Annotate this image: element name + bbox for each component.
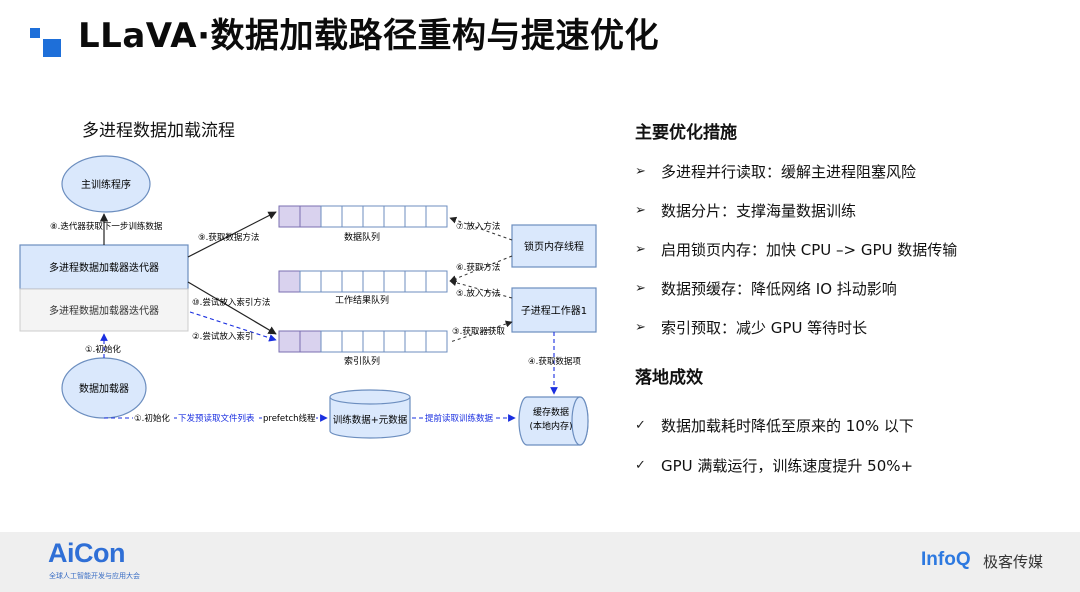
slide-title: LLaVA·数据加载路径重构与提速优化 [78,16,660,56]
data-queue-label: 数据队列 [344,231,380,243]
edge-label-10: ⑩.尝试放入索引方法 [192,297,270,308]
arrow-bullet-icon: ➢ [635,203,646,218]
worker1-label: 子进程工作器1 [521,305,587,317]
result-queue: 工作结果队列 [278,270,448,306]
edge-pinned-put [449,216,513,241]
edge-try-put-index [189,311,277,342]
index-queue-label: 索引队列 [344,355,380,367]
pinned-memory-thread-box: 锁页内存线程 [511,224,597,268]
main-training-node: 主训练程序 [61,155,151,213]
edge-put-index [187,281,277,335]
aicon-tagline: 全球人工智能开发与应用大会 [49,572,140,580]
arrow-bullet-icon: ➢ [635,242,646,257]
data-queue: 数据队列 [278,205,448,243]
list-item: ✓GPU 满载运行，训练速度提升 50%+ [635,456,914,475]
data-loader-node: 数据加载器 [61,357,147,419]
optimizations-title: 主要优化措施 [635,123,737,143]
arrow-bullet-icon: ➢ [635,281,646,296]
iterator-bottom-label: 多进程数据加载器迭代器 [49,304,159,317]
edge-label-1: ①.初始化 [85,344,121,355]
optimizations-list: ➢多进程并行读取：缓解主进程阻塞风险 ➢数据分片：支撑海量数据训练 ➢启用锁页内… [635,152,1075,347]
result-queue-label: 工作结果队列 [335,294,389,306]
worker1-box: 子进程工作器1 [511,287,597,333]
edge-label-read-ahead: 提前读取训练数据 [425,413,494,424]
list-item: ➢索引预取：减少 GPU 等待时长 [635,319,868,337]
list-item: ➢启用锁页内存：加快 CPU –> GPU 数据传输 [635,241,958,259]
list-item: ➢数据分片：支撑海量数据训练 [635,202,857,220]
edge-pinned-get [449,255,513,282]
arrow-bullet-icon: ➢ [635,164,646,179]
data-loading-flow-diagram: 主训练程序 多进程数据加载器迭代器 多进程数据加载器迭代器 数据加载器 数据队列… [19,155,597,446]
media-name: 极客传媒 [983,553,1044,571]
list-item: ➢多进程并行读取：缓解主进程阻塞风险 [635,163,917,181]
check-icon: ✓ [635,417,646,433]
aicon-logo: AiCon [48,538,125,568]
iterator-box-bottom: 多进程数据加载器迭代器 [19,288,189,332]
list-item: ✓数据加载耗时降低至原来的 10% 以下 [635,416,914,435]
edge-label-4: ④.获取数据项 [528,356,581,367]
edge-label-7: ⑦.放入方法 [456,221,500,232]
iterator-box-top: 多进程数据加载器迭代器 [19,244,189,290]
edge-label-prefetch-thread: prefetch线程 [263,413,316,424]
data-loader-label: 数据加载器 [79,382,129,395]
infoq-logo: InfoQ [921,549,971,570]
cache-data-label-2: (本地内存) [529,420,572,432]
edge-label-prefetch-list: 下发预读取文件列表 [178,413,255,424]
edge-label-6: ⑥.获取方法 [456,262,500,273]
edge-label-3: ③.获取器获取 [452,326,505,337]
footer: AiCon 全球人工智能开发与应用大会 InfoQ 极客传媒 [0,532,1080,592]
results-title: 落地成效 [635,368,703,388]
cache-data-cylinder: 缓存数据 (本地内存) [518,396,589,446]
check-icon: ✓ [635,457,646,473]
edge-label-2: ②.尝试放入索引 [192,331,253,342]
right-panel: 主要优化措施 ➢多进程并行读取：缓解主进程阻塞风险 ➢数据分片：支撑海量数据训练… [635,120,1075,485]
training-data-cylinder: 训练数据+元数据 [329,389,411,439]
diagram-heading: 多进程数据加载流程 [82,121,235,141]
edge-label-5: ⑤.放入方法 [456,288,500,299]
slide-logo-icon [30,28,61,57]
edge-get-data [187,211,277,258]
edge-label-8: ⑧.迭代器获取下一步训练数据 [50,221,163,232]
arrow-bullet-icon: ➢ [635,320,646,335]
index-queue: 索引队列 [278,330,448,367]
edge-worker-fetch [449,320,513,343]
cache-data-label-1: 缓存数据 [533,406,569,418]
list-item: ➢数据预缓存：降低网络 IO 抖动影响 [635,280,897,298]
edge-label-9: ⑨.获取数据方法 [198,232,259,243]
pinned-memory-thread-label: 锁页内存线程 [524,240,584,253]
training-data-label: 训练数据+元数据 [333,414,408,426]
edge-label-init-bottom: ①.初始化 [134,413,170,424]
results-list: ✓数据加载耗时降低至原来的 10% 以下 ✓GPU 满载运行，训练速度提升 50… [635,405,1075,485]
edge-worker-put [449,279,513,299]
main-training-label: 主训练程序 [81,178,131,191]
iterator-top-label: 多进程数据加载器迭代器 [49,261,159,274]
